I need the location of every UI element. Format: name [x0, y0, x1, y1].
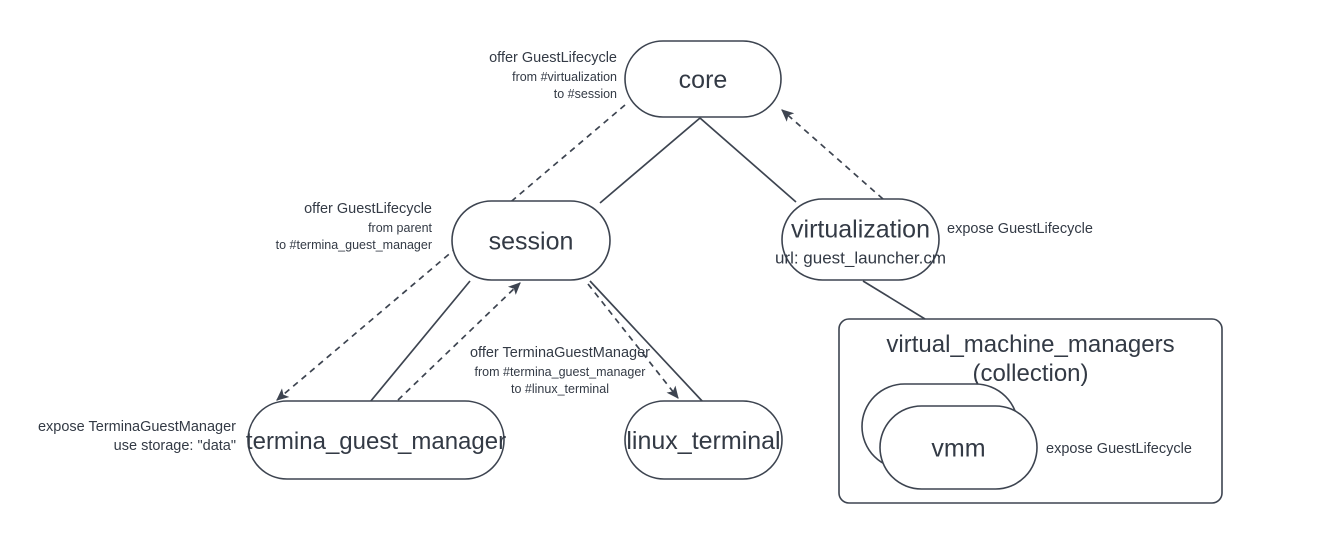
annotations-layer: offer GuestLifecycle from #virtualization…	[38, 50, 1192, 457]
node-capsule	[781, 198, 940, 281]
edge-core-session	[599, 117, 701, 204]
node-label: vmm	[931, 435, 985, 463]
group-title-line2: (collection)	[972, 360, 1088, 387]
annotation-line: expose GuestLifecycle	[947, 221, 1093, 237]
node-linux_terminal[interactable]: linux_terminal	[624, 400, 783, 480]
edge-session-linux-offer	[587, 283, 679, 399]
annotation-line: expose GuestLifecycle	[1046, 441, 1192, 457]
annotation-line: use storage: "data"	[114, 438, 236, 454]
node-vmm[interactable]: vmm	[879, 405, 1038, 490]
node-termina_guest_manager[interactable]: termina_guest_manager	[246, 400, 506, 480]
annotation-line: to #session	[554, 87, 617, 101]
annotation-line: from #virtualization	[512, 70, 617, 84]
edge-virtualization-vmms	[862, 280, 926, 320]
annotation-line: expose TerminaGuestManager	[38, 419, 236, 435]
node-capsule	[624, 400, 783, 480]
edges-layer	[276, 104, 926, 403]
nodes-layer: core session virtualization url: guest_laun…	[246, 40, 1038, 490]
annotation-offer-guestlifecycle-session: offer GuestLifecycle from parent to #termi…	[276, 201, 433, 252]
node-label: session	[489, 228, 574, 256]
annotation-line: to #termina_guest_manager	[276, 238, 432, 252]
annotation-line: offer TerminaGuestManager	[470, 345, 650, 361]
node-label: core	[679, 66, 728, 94]
node-label: termina_guest_manager	[246, 428, 506, 455]
annotation-line: offer GuestLifecycle	[489, 50, 617, 66]
edge-session-linux	[589, 280, 704, 403]
node-capsule	[247, 400, 505, 480]
annotation-line: from parent	[368, 221, 432, 235]
group-title-line1: virtual_machine_managers	[886, 331, 1174, 358]
node-sublabel: url: guest_launcher.cm	[775, 249, 946, 268]
edge-session-termina	[369, 280, 471, 403]
annotation-offer-terminaguestmanager: offer TerminaGuestManager from #termina_g…	[470, 345, 650, 396]
annotation-line: offer GuestLifecycle	[304, 201, 432, 217]
node-virtualization[interactable]: virtualization url: guest_launcher.cm	[775, 198, 946, 281]
edge-core-virtualization	[699, 117, 797, 203]
node-capsule	[451, 200, 611, 281]
node-capsule	[624, 40, 782, 118]
node-core[interactable]: core	[624, 40, 782, 118]
annotation-offer-guestlifecycle-core: offer GuestLifecycle from #virtualization…	[489, 50, 617, 101]
edge-termina-session-expose	[397, 282, 521, 401]
node-capsule	[879, 405, 1038, 490]
node-label: virtualization	[791, 216, 930, 244]
edge-virtualization-core-expose	[781, 109, 884, 200]
annotation-expose-guestlifecycle-vmm: expose GuestLifecycle	[1046, 441, 1192, 457]
node-session[interactable]: session	[451, 200, 611, 281]
annotation-expose-guestlifecycle-virtualization: expose GuestLifecycle	[947, 221, 1093, 237]
annotation-expose-terminaguestmanager: expose TerminaGuestManager use storage: "…	[38, 419, 236, 454]
annotation-line: from #termina_guest_manager	[475, 365, 646, 379]
annotation-line: to #linux_terminal	[511, 382, 609, 396]
node-label: linux_terminal	[626, 427, 780, 455]
